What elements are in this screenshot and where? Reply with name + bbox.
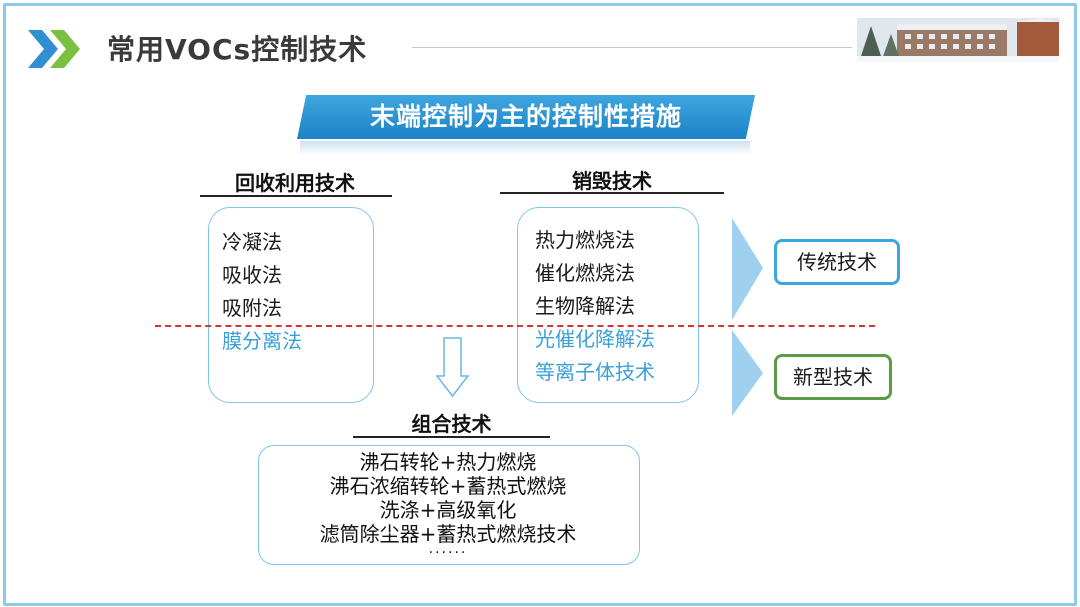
chevron-logo-icon [28, 30, 80, 68]
destruction-item: 催化燃烧法 [535, 261, 635, 285]
recovery-underline [200, 195, 392, 197]
recovery-item-new: 膜分离法 [222, 329, 302, 353]
destruction-box [517, 207, 699, 403]
recovery-item: 吸附法 [222, 296, 282, 320]
combined-item: 滤筒除尘器+蓄热式燃烧技术 [319, 522, 577, 546]
combined-item: 洗涤+高级氧化 [379, 498, 517, 522]
combined-box [258, 445, 640, 565]
recovery-box [208, 207, 374, 403]
destruction-item: 生物降解法 [535, 294, 635, 318]
destruction-underline [500, 192, 724, 194]
traditional-tech-tag: 传统技术 [774, 239, 900, 285]
title-divider [412, 47, 852, 48]
slide-frame [3, 3, 1077, 606]
destruction-item-new: 等离子体技术 [535, 360, 655, 384]
combined-label: 组合技术 [411, 412, 492, 436]
combined-item: 沸石浓缩转轮+蓄热式燃烧 [329, 474, 567, 498]
new-tech-tag: 新型技术 [774, 354, 892, 400]
down-arrow-icon [435, 337, 470, 398]
new-pointer-icon [732, 330, 763, 416]
destruction-label: 销毁技术 [572, 169, 652, 193]
recovery-item: 冷凝法 [222, 230, 282, 254]
destruction-item: 热力燃烧法 [535, 228, 635, 252]
recovery-item: 吸收法 [222, 263, 282, 287]
banner-shadow [300, 141, 750, 155]
combined-list: 沸石转轮+热力燃烧 沸石浓缩转轮+蓄热式燃烧 洗涤+高级氧化 滤筒除尘器+蓄热式… [258, 450, 638, 560]
combined-underline [353, 436, 550, 438]
header-photo [857, 18, 1059, 62]
page-title: 常用VOCs控制技术 [107, 33, 368, 66]
combined-item: 沸石转轮+热力燃烧 [359, 450, 537, 474]
tech-divider-line [155, 325, 875, 327]
recovery-list: 冷凝法 吸收法 吸附法 膜分离法 [222, 226, 302, 358]
destruction-list: 热力燃烧法 催化燃烧法 生物降解法 光催化降解法 等离子体技术 [535, 224, 655, 389]
traditional-pointer-icon [732, 218, 763, 320]
recovery-label: 回收利用技术 [235, 171, 355, 195]
combined-ellipsis: ······ [428, 545, 468, 561]
section-banner: 末端控制为主的控制性措施 [297, 95, 755, 139]
destruction-item-new: 光催化降解法 [535, 327, 655, 351]
